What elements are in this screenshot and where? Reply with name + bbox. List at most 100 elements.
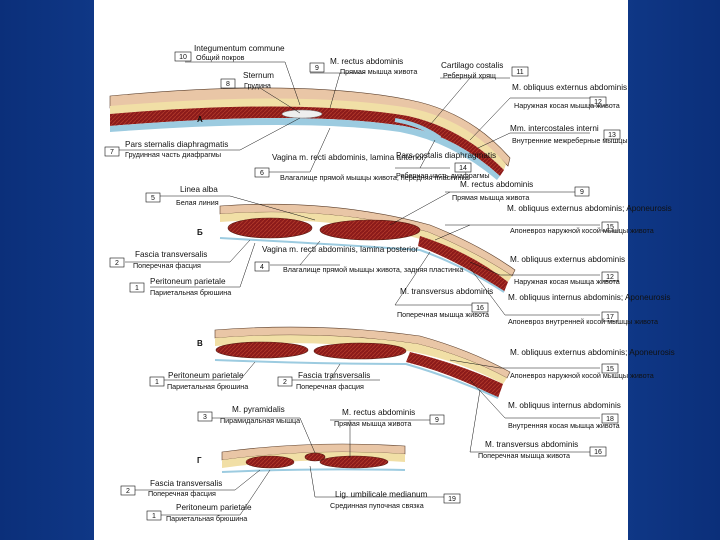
svg-text:Париетальная брюшина: Париетальная брюшина [166, 514, 247, 523]
svg-text:2: 2 [126, 488, 130, 495]
svg-text:Реберный хрящ: Реберный хрящ [443, 71, 496, 80]
label-1-section-d: 1 Peritoneum parietale Париетальная брюш… [146, 503, 252, 523]
svg-text:Fascia transversalis: Fascia transversalis [150, 479, 222, 488]
svg-text:19: 19 [448, 496, 456, 503]
section-b-rectus-right [319, 219, 421, 241]
svg-text:15: 15 [606, 366, 614, 373]
svg-text:Mm. intercostales interni: Mm. intercostales interni [510, 124, 599, 133]
section-d-cross-section [221, 443, 406, 473]
svg-text:17: 17 [606, 314, 614, 321]
svg-text:3: 3 [203, 414, 207, 421]
label-18: 18 M. obliquus internus abdominis Внутре… [508, 401, 621, 430]
svg-text:Поперечная мышца живота: Поперечная мышца живота [397, 310, 489, 319]
svg-text:M. rectus abdominis: M. rectus abdominis [330, 57, 403, 66]
label-7: 7 Pars sternalis diaphragmatis Грудинная… [104, 140, 228, 159]
svg-text:Грудинная часть диафрагмы: Грудинная часть диафрагмы [125, 150, 221, 159]
svg-text:Поперечная фасция: Поперечная фасция [148, 489, 216, 498]
svg-text:10: 10 [179, 54, 187, 61]
svg-text:12: 12 [606, 274, 614, 281]
svg-text:Влагалище прямой мышцы живота,: Влагалище прямой мышцы живота, задняя пл… [283, 265, 463, 274]
section-letter-d: Г [197, 456, 202, 465]
svg-text:M. obliquus externus abdominis: M. obliquus externus abdominis [510, 255, 625, 264]
svg-text:Linea alba: Linea alba [180, 185, 218, 194]
label-15-section-c: 15 M. obliquus externus abdominis; Apone… [510, 348, 675, 380]
label-15-section-b: 15 M. obliquus externus abdominis; Apone… [507, 204, 672, 235]
svg-text:M. pyramidalis: M. pyramidalis [232, 405, 285, 414]
svg-text:Пирамидальная мышца: Пирамидальная мышца [220, 416, 300, 425]
label-2-section-b: 2 Fascia transversalis Поперечная фасция [109, 250, 207, 270]
label-17: 17 M. obliquus internus abdominis; Apone… [508, 293, 670, 326]
svg-text:Cartilago costalis: Cartilago costalis [441, 61, 503, 70]
svg-text:14: 14 [459, 165, 467, 172]
label-13: 13 Mm. intercostales interni Внутренние … [510, 124, 628, 145]
svg-text:Париетальная брюшина: Париетальная брюшина [150, 288, 231, 297]
svg-text:M. transversus abdominis: M. transversus abdominis [400, 287, 493, 296]
svg-text:Срединная пупочная связка: Срединная пупочная связка [330, 501, 424, 510]
svg-text:M. rectus abdominis: M. rectus abdominis [460, 180, 533, 189]
svg-text:5: 5 [151, 195, 155, 202]
svg-text:Peritoneum parietale: Peritoneum parietale [168, 371, 244, 380]
svg-text:Fascia transversalis: Fascia transversalis [135, 250, 207, 259]
svg-text:2: 2 [115, 260, 119, 267]
section-b-lateral-muscles [418, 236, 508, 292]
svg-text:Peritoneum parietale: Peritoneum parietale [150, 277, 226, 286]
sternum-shape [281, 109, 323, 119]
section-b-fascia [219, 237, 505, 293]
label-14: 14 Pars costalis diaphragmatis Реберная … [396, 151, 496, 180]
svg-text:Белая линия: Белая линия [176, 198, 219, 207]
svg-text:M. obliquus externus abdominis: M. obliquus externus abdominis; Aponeuro… [510, 348, 675, 357]
leader-lines [105, 61, 600, 516]
section-d-rectus-right [319, 455, 389, 469]
svg-text:M. obliquus externus abdominis: M. obliquus externus abdominis [512, 83, 627, 92]
svg-text:M. obliquus externus abdominis: M. obliquus externus abdominis; Aponeuro… [507, 204, 672, 213]
svg-text:Поперечная фасция: Поперечная фасция [296, 382, 364, 391]
svg-text:M. transversus abdominis: M. transversus abdominis [485, 440, 578, 449]
label-2-section-d: 2 Fascia transversalis Поперечная фасция [120, 479, 222, 498]
section-a-fascia [110, 118, 500, 180]
svg-text:Integumentum commune: Integumentum commune [194, 44, 285, 53]
svg-text:Общий покров: Общий покров [196, 53, 245, 62]
svg-text:Pars costalis diaphragmatis: Pars costalis diaphragmatis [396, 151, 496, 160]
costal-cartilage-shape [394, 118, 442, 140]
section-c-rectus-right [313, 342, 407, 360]
svg-text:16: 16 [476, 305, 484, 312]
label-9-section-b: 9 M. rectus abdominis Прямая мышца живот… [452, 180, 590, 202]
svg-text:11: 11 [516, 69, 523, 76]
svg-text:18: 18 [606, 416, 614, 423]
svg-text:Грудина: Грудина [244, 81, 271, 90]
svg-text:Lig. umbilicale medianum: Lig. umbilicale medianum [335, 490, 428, 499]
svg-text:Внутренние межреберные мышцы: Внутренние межреберные мышцы [512, 136, 628, 145]
svg-text:Апоневроз внутренней косой мыш: Апоневроз внутренней косой мышцы живота [508, 317, 658, 326]
svg-text:16: 16 [594, 449, 602, 456]
svg-text:Прямая мышца живота: Прямая мышца живота [452, 193, 529, 202]
svg-text:Vagina m. recti abdominis, lam: Vagina m. recti abdominis, lamina anteri… [272, 153, 425, 162]
svg-text:4: 4 [260, 264, 264, 271]
svg-text:Апоневроз наружной косой мышцы: Апоневроз наружной косой мышцы живота [510, 226, 654, 235]
svg-text:13: 13 [608, 132, 616, 139]
svg-text:Vagina m. recti abdominis, lam: Vagina m. recti abdominis, lamina poster… [262, 245, 419, 254]
section-letter-c: В [197, 339, 203, 348]
section-c-cross-section [214, 326, 511, 399]
svg-text:Апоневроз наружной косой мышцы: Апоневроз наружной косой мышцы живота [510, 371, 654, 380]
svg-text:M. obliquus internus abdominis: M. obliquus internus abdominis [508, 401, 621, 410]
label-2-section-c: 2 Fascia transversalis Поперечная фасция [277, 371, 370, 391]
section-c-lateral-muscles [406, 352, 503, 398]
label-19: 19 Lig. umbilicale medianum Срединная пу… [330, 490, 461, 510]
svg-text:7: 7 [110, 149, 114, 156]
svg-text:Поперечная мышца живота: Поперечная мышца живота [478, 451, 570, 460]
svg-text:Sternum: Sternum [243, 71, 274, 80]
label-1-section-c: 1 Peritoneum parietale Париетальная брюш… [149, 371, 248, 391]
svg-text:1: 1 [155, 379, 159, 386]
label-12-section-a: 12 M. obliquus externus abdominis Наружн… [512, 83, 627, 110]
svg-text:12: 12 [594, 99, 602, 106]
label-16-section-b: 16 M. transversus abdominis Поперечная м… [397, 287, 493, 319]
section-a-cross-section [109, 87, 511, 180]
svg-text:9: 9 [315, 65, 319, 72]
svg-text:Наружная косая мышца живота: Наружная косая мышца живота [514, 277, 620, 286]
svg-text:15: 15 [606, 224, 614, 231]
section-d-pyramidalis [304, 452, 326, 462]
svg-text:Наружная косая мышца живота: Наружная косая мышца живота [514, 101, 620, 110]
label-3: 3 M. pyramidalis Пирамидальная мышца [197, 405, 300, 425]
svg-text:Peritoneum parietale: Peritoneum parietale [176, 503, 252, 512]
svg-text:Внутренняя косая мышца живота: Внутренняя косая мышца живота [508, 421, 620, 430]
